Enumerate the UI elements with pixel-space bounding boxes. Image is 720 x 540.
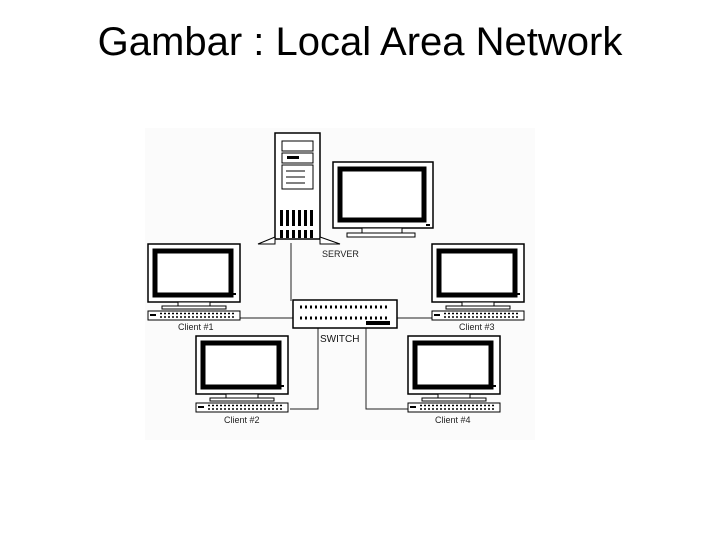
client2-label: Client #2 (224, 415, 260, 425)
client1-computer (148, 244, 240, 320)
client3-label: Client #3 (459, 322, 495, 332)
switch-label: SWITCH (320, 334, 359, 345)
client1-label: Client #1 (178, 322, 214, 332)
server-tower (257, 132, 341, 245)
client4-label: Client #4 (435, 415, 471, 425)
client2-computer (196, 336, 288, 412)
cable-client2-switch (290, 328, 319, 410)
network-switch (292, 299, 398, 329)
server-monitor (332, 161, 434, 238)
server-label: SERVER (322, 249, 359, 259)
cable-client4-switch (365, 328, 412, 410)
page-title: Gambar : Local Area Network (97, 20, 623, 64)
client3-computer (432, 244, 524, 320)
client4-computer (408, 336, 500, 412)
